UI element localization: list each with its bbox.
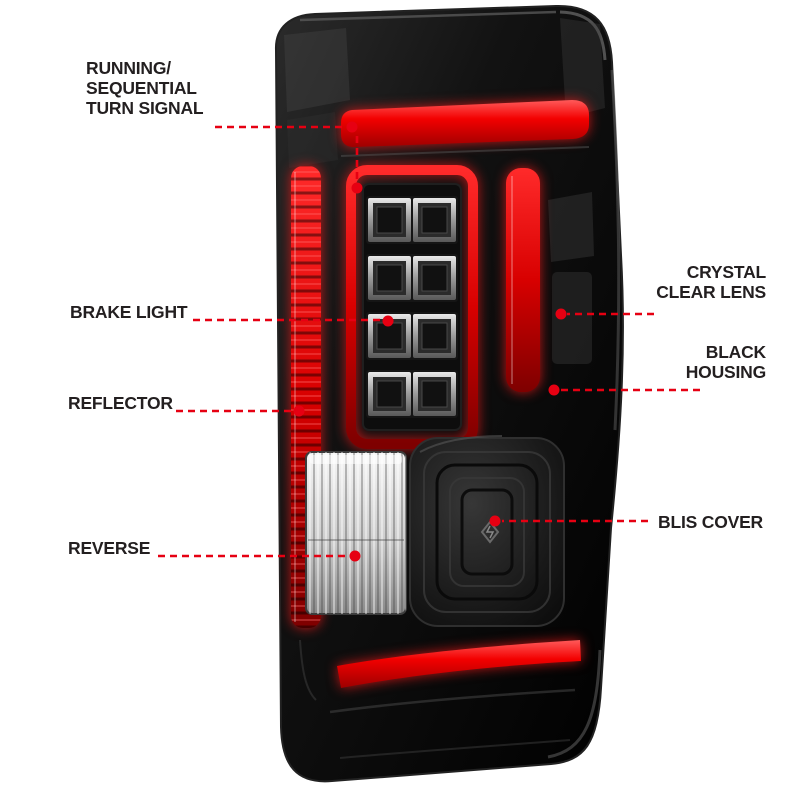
callout-dot-running-bar xyxy=(346,121,358,133)
callout-dot-reflector xyxy=(293,405,305,417)
turn-signal-light-bar xyxy=(341,100,589,147)
callout-crystal-clear-lens xyxy=(555,308,654,320)
blis-cover xyxy=(409,435,565,627)
label-line: CLEAR LENS xyxy=(656,282,766,302)
label-line: REVERSE xyxy=(68,538,151,558)
led-row xyxy=(366,370,458,418)
callout-blis-cover xyxy=(489,515,648,527)
callout-dot-brake-light xyxy=(382,315,394,327)
callout-black-housing xyxy=(548,384,700,396)
label-brake-light: BRAKE LIGHT xyxy=(70,302,188,322)
led-brake-module xyxy=(362,183,462,431)
callout-dot-blis-cover xyxy=(489,515,501,527)
label-line: BLACK xyxy=(705,342,766,362)
label-line: CRYSTAL xyxy=(686,262,766,282)
label-reverse: REVERSE xyxy=(68,538,150,558)
label-blis-cover: BLIS COVER xyxy=(658,512,763,532)
callout-reverse xyxy=(158,550,361,562)
callout-running-turn-signal xyxy=(215,121,363,194)
bottom-light-bar xyxy=(337,640,581,688)
led-row xyxy=(366,254,458,302)
label-line: HOUSING xyxy=(685,362,766,382)
label-black-housing: BLACK HOUSING xyxy=(686,342,766,382)
callout-dot-black-housing xyxy=(548,384,560,396)
right-light-strip xyxy=(506,168,540,392)
label-line: REFLECTOR xyxy=(68,393,173,413)
led-row xyxy=(366,196,458,244)
label-line: BRAKE LIGHT xyxy=(70,302,188,322)
brake-light-tube xyxy=(346,165,478,449)
callout-dot-reverse xyxy=(349,550,361,562)
callout-brake-light xyxy=(193,315,394,327)
label-line: SEQUENTIAL xyxy=(86,78,197,98)
reverse-light xyxy=(305,451,407,615)
label-line: RUNNING/ xyxy=(86,58,171,78)
trim-line xyxy=(340,146,590,157)
callout-dot-running-tube xyxy=(351,182,363,194)
housing-highlights xyxy=(284,10,621,759)
label-running-sequential-turn-signal: RUNNING/ SEQUENTIAL TURN SIGNAL xyxy=(86,58,204,118)
callout-dot-crystal-clear-lens xyxy=(555,308,567,320)
label-crystal-clear-lens: CRYSTAL CLEAR LENS xyxy=(656,262,766,302)
label-line: TURN SIGNAL xyxy=(86,98,204,118)
callout-reflector xyxy=(176,405,305,417)
label-line: BLIS COVER xyxy=(658,512,763,532)
blis-emblem-icon xyxy=(480,520,500,544)
label-reflector: REFLECTOR xyxy=(68,393,173,413)
